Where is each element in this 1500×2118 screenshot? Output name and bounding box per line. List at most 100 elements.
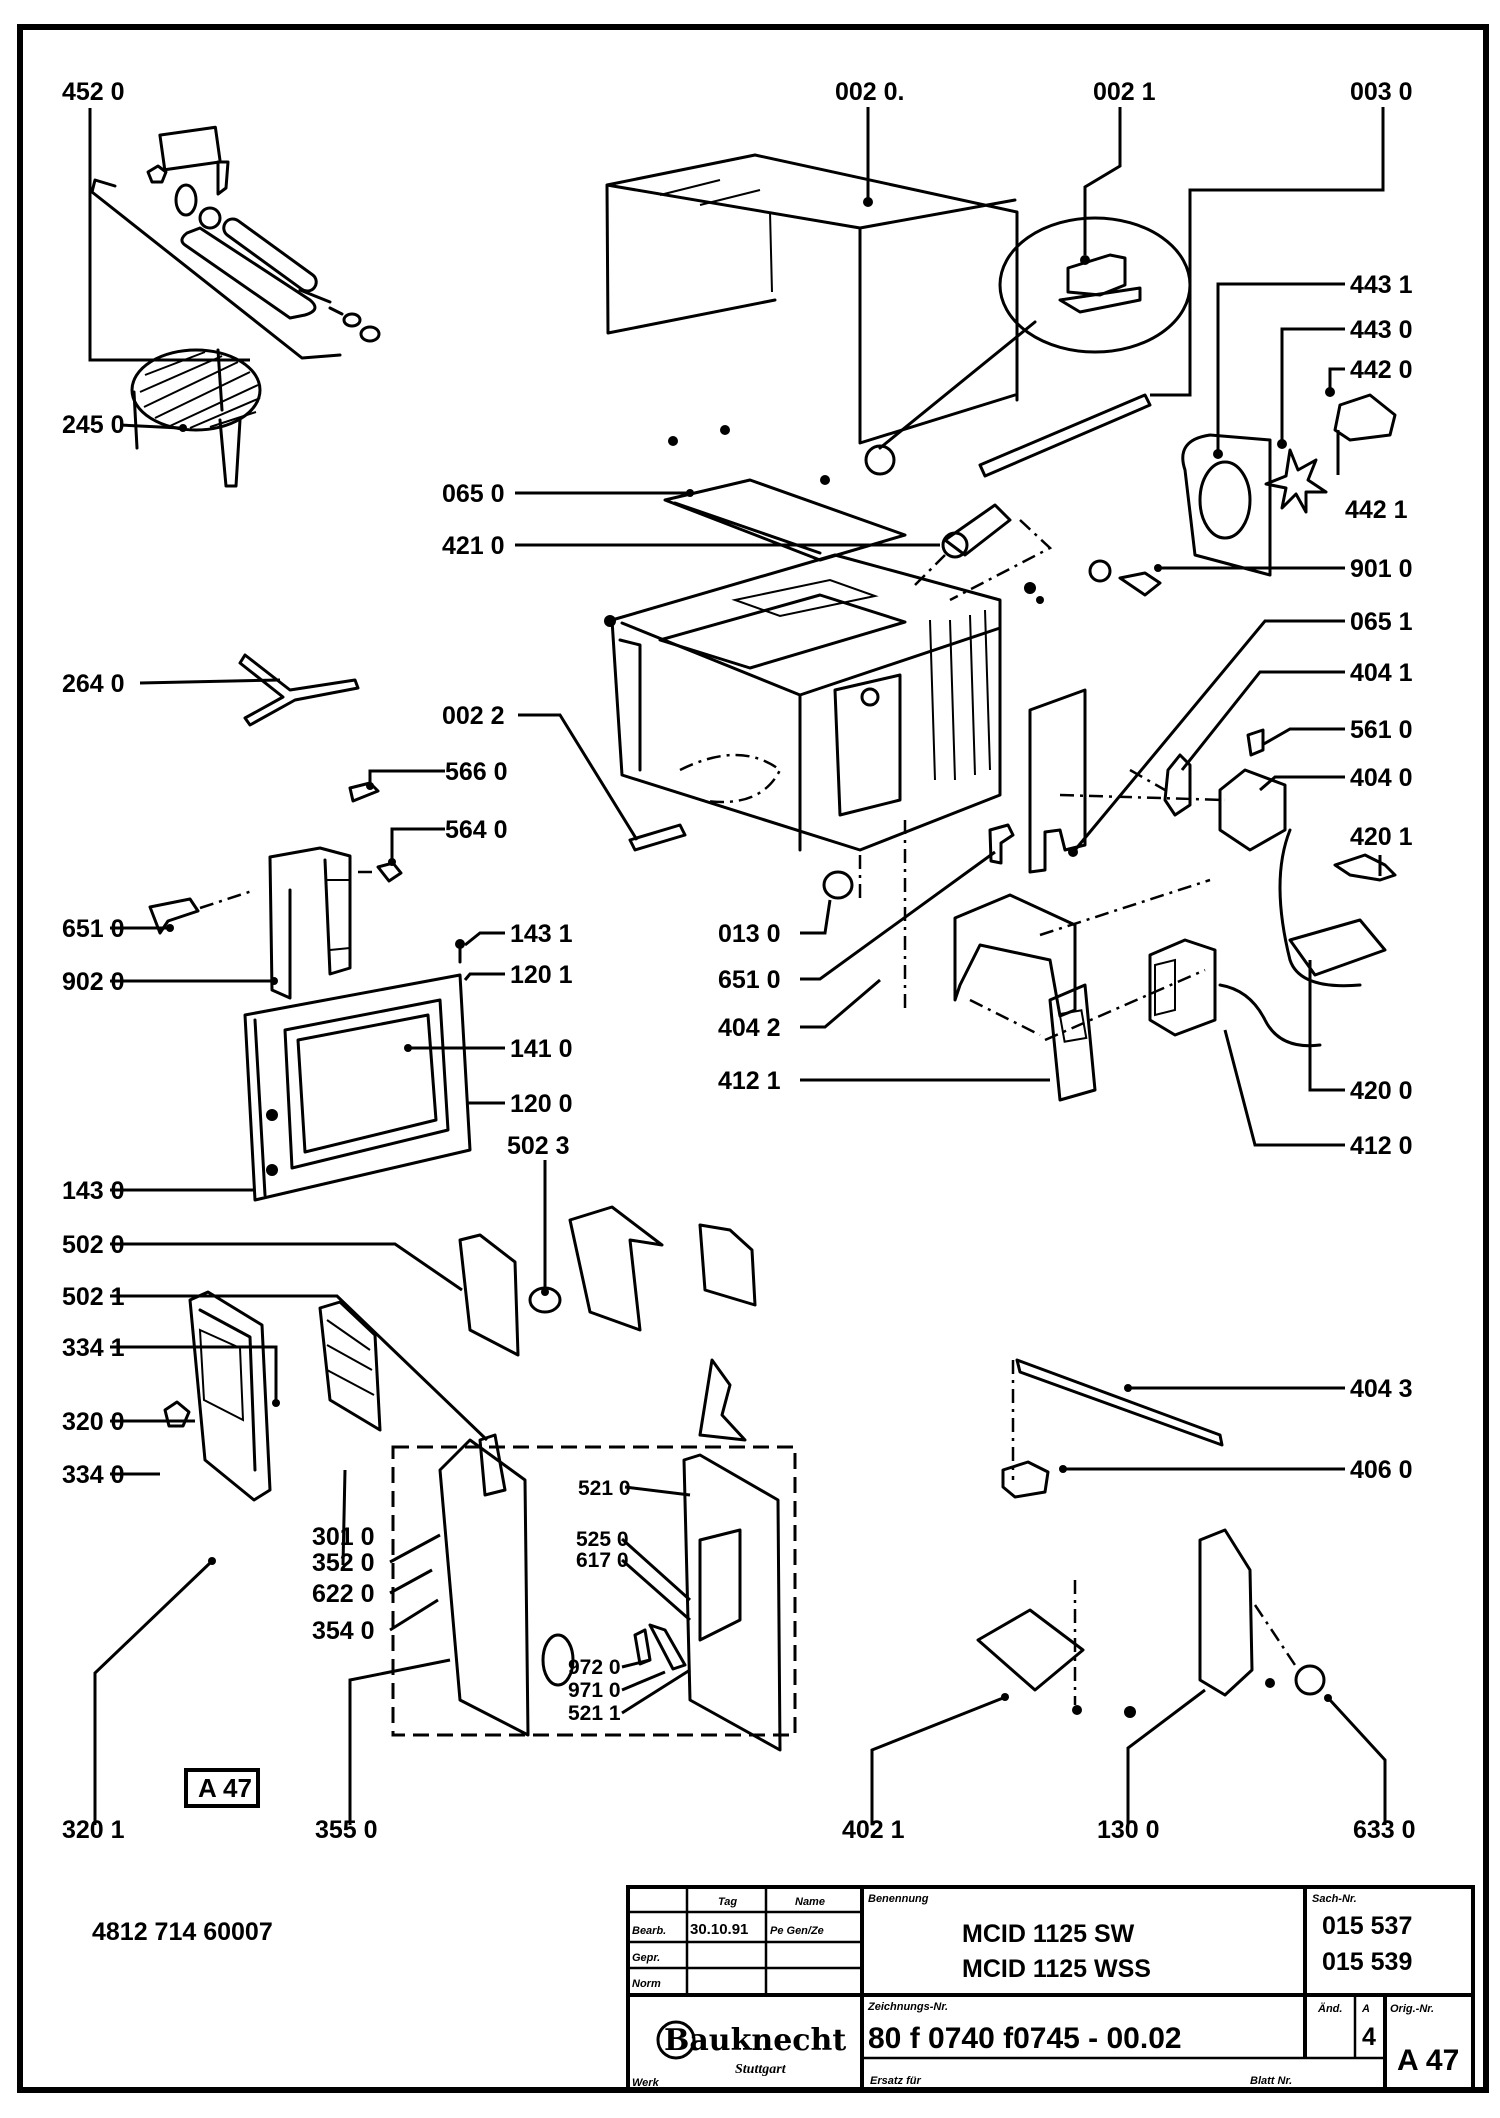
label-130-0: 130 0 [1097,1816,1160,1844]
col-tag-caption: Tag [718,1896,737,1908]
label-442-1: 442 1 [1345,496,1408,524]
label-002-0: 002 0. [835,78,905,106]
label-245-0: 245 0 [62,411,125,439]
label-065-1: 065 1 [1350,608,1413,636]
label-412-1: 412 1 [718,1067,781,1095]
label-442-0: 442 0 [1350,356,1413,384]
label-402-1: 402 1 [842,1816,905,1844]
part-labels: 452 0 002 0. 002 1 003 0 443 1 443 0 442… [62,78,1416,1844]
orig-caption: Orig.-Nr. [1390,2003,1434,2015]
control-panel-drawing [163,1205,782,1752]
label-972-0: 972 0 [568,1656,621,1679]
row-gepr-caption: Gepr. [632,1952,660,1964]
brand-city: Stuttgart [735,2062,787,2077]
label-065-0: 065 0 [442,480,505,508]
benennung-caption: Benennung [868,1893,929,1905]
label-566-0: 566 0 [445,758,508,786]
aend-value: 4 [1362,2023,1376,2051]
row-bearb-caption: Bearb. [632,1925,666,1937]
rod-drawing [978,393,1152,478]
label-443-1: 443 1 [1350,271,1413,299]
row-norm-caption: Norm [632,1978,661,1990]
col-name-caption: Name [795,1896,825,1908]
magnetron-parts-drawing [1059,728,1397,988]
blatt-caption: Blatt Nr. [1250,2075,1292,2087]
label-420-0: 420 0 [1350,1077,1413,1105]
label-622-0: 622 0 [312,1580,375,1608]
label-352-0: 352 0 [312,1549,375,1577]
lower-right-parts-drawing [976,1358,1326,1718]
main-cavity-drawing [604,553,1002,852]
label-404-2: 404 2 [718,1014,781,1042]
label-406-0: 406 0 [1350,1456,1413,1484]
sheet-tag-box: A 47 [184,1768,260,1808]
label-901-0: 901 0 [1350,555,1413,583]
label-334-1: 334 1 [62,1334,125,1362]
label-143-1: 143 1 [510,920,573,948]
sach-nr-1: 015 537 [1322,1912,1412,1940]
label-502-0: 502 0 [62,1231,125,1259]
ersatz-caption: Ersatz für [870,2075,921,2087]
grill-rack-drawing [130,348,262,488]
label-651-0-right: 651 0 [718,966,781,994]
label-120-0: 120 0 [510,1090,573,1118]
aend-caption: Änd. [1317,2002,1342,2015]
label-633-0: 633 0 [1353,1816,1416,1844]
label-421-0: 421 0 [442,532,505,560]
label-902-0: 902 0 [62,968,125,996]
door-drawing [243,939,472,1202]
aend-col: A [1361,2003,1370,2015]
foot-drawing [822,870,854,900]
label-412-0: 412 0 [1350,1132,1413,1160]
label-651-0-left: 651 0 [62,915,125,943]
switch-drawing [988,823,1015,865]
label-264-0: 264 0 [62,670,125,698]
roller-support-drawing [238,653,360,727]
sheet-tag: A 47 [198,1773,252,1803]
drawing-number: 80 f 0740 f0745 - 00.02 [868,2022,1182,2055]
label-521-0: 521 0 [578,1477,631,1500]
cover-plate-drawing [663,478,907,562]
label-354-0: 354 0 [312,1617,375,1645]
label-404-1: 404 1 [1350,659,1413,687]
label-971-0: 971 0 [568,1679,621,1702]
label-404-0: 404 0 [1350,764,1413,792]
grill-heater-drawing [90,125,381,360]
label-013-0: 013 0 [718,920,781,948]
bracket-parts-drawing [1024,559,1162,604]
label-564-0: 564 0 [445,816,508,844]
title-block: Tag Name Bearb. Gepr. Norm 30.10.91 Pe G… [626,1885,1475,2092]
bearb-name: Pe Gen/Ze [770,1925,824,1937]
orig-value: A 47 [1397,2044,1459,2077]
stirrer-motor-drawing [914,503,1053,602]
label-404-3: 404 3 [1350,1375,1413,1403]
model-line-2: MCID 1125 WSS [962,1955,1151,1983]
model-line-1: MCID 1125 SW [962,1920,1135,1948]
label-443-0: 443 0 [1350,316,1413,344]
detail-circle-drawing [864,216,1192,476]
label-320-0: 320 0 [62,1408,125,1436]
bearb-date: 30.10.91 [690,1921,748,1938]
label-502-1: 502 1 [62,1283,125,1311]
label-525-0: 525 0 [576,1528,629,1551]
label-320-1: 320 1 [62,1816,125,1844]
label-301-0: 301 0 [312,1523,375,1551]
sach-nr-2: 015 539 [1322,1948,1412,1976]
leader-lines [88,107,1387,1825]
brand-logo-ring [656,2020,696,2060]
label-420-1: 420 1 [1350,823,1413,851]
label-002-2: 002 2 [442,702,505,730]
label-617-0: 617 0 [576,1549,629,1572]
label-002-1: 002 1 [1093,78,1156,106]
label-143-0: 143 0 [62,1177,125,1205]
label-502-3: 502 3 [507,1132,570,1160]
label-355-0: 355 0 [315,1816,378,1844]
brand-name: Bauknecht [664,2023,846,2058]
pcb-group-outline [391,1445,797,1737]
outer-casing-drawing [605,153,1019,445]
label-521-1: 521 1 [568,1702,621,1725]
zeichnung-caption: Zeichnungs-Nr. [867,2001,948,2013]
label-141-0: 141 0 [510,1035,573,1063]
